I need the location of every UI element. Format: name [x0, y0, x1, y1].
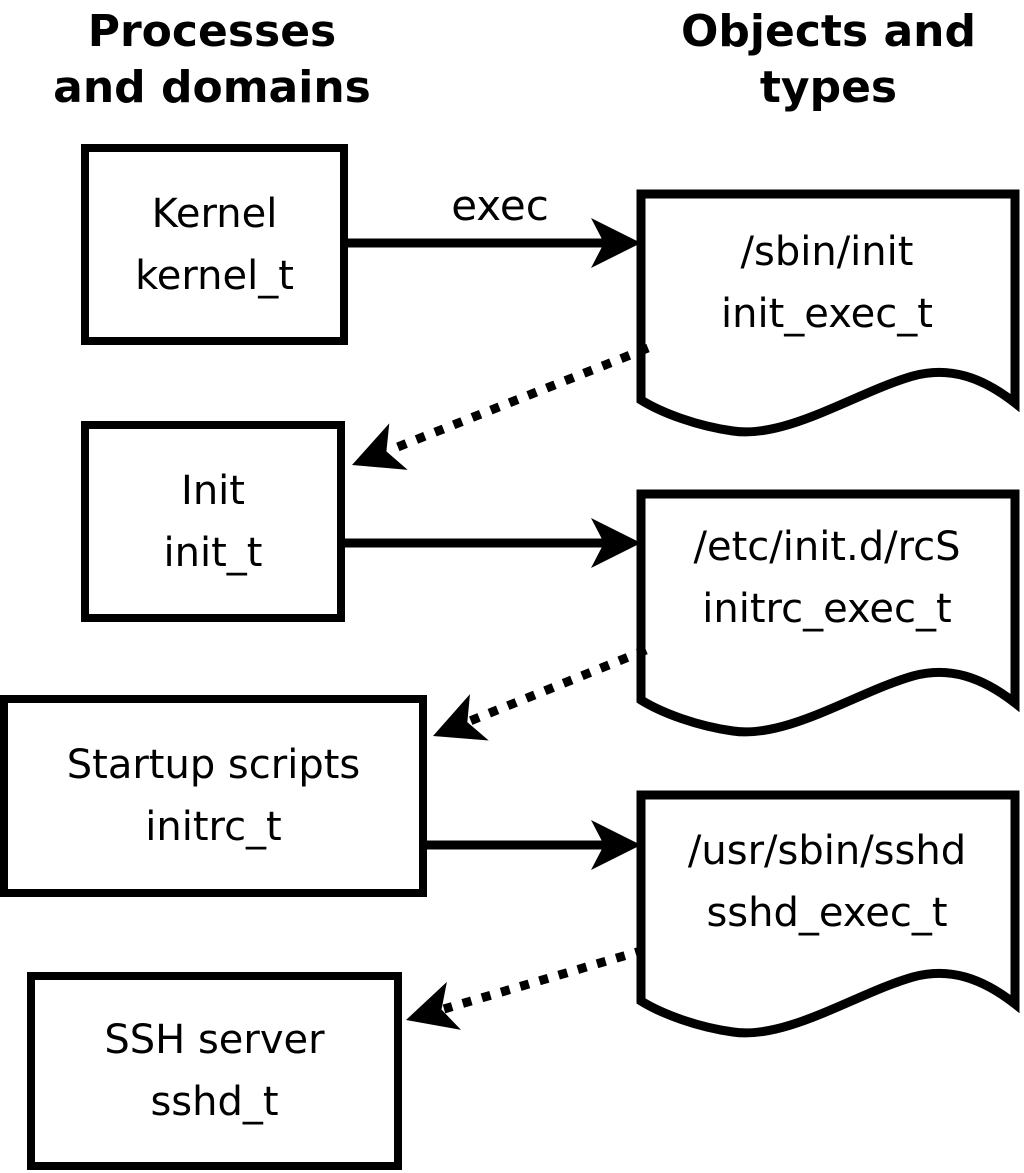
object-doc-usr-sbin-sshd: /usr/sbin/sshd sshd_exec_t: [637, 792, 1017, 972]
process-domain-type: sshd_t: [150, 1079, 279, 1125]
header-line: Objects and: [681, 6, 976, 57]
process-domain-type: init_t: [163, 529, 263, 576]
process-name: Init: [181, 467, 245, 514]
object-type: sshd_exec_t: [706, 890, 948, 936]
dotted-arrow-initrc-exec-to-initrc: [433, 645, 648, 741]
dotted-arrow-sshd-exec-to-sshd: [406, 945, 646, 1030]
header-line: and domains: [53, 62, 371, 113]
solid-arrow-init-to-initrc-exec: [345, 518, 641, 568]
object-type: init_exec_t: [721, 290, 933, 337]
object-path: /etc/init.d/rcS: [693, 524, 961, 570]
document-shape-usr-sbin-sshd: [636, 790, 1020, 1038]
process-name: SSH server: [104, 1017, 325, 1063]
dotted-arrow-init-exec-to-init: [352, 343, 650, 470]
process-name: Startup scripts: [66, 742, 361, 788]
object-path: /sbin/init: [740, 228, 914, 275]
edge-label-exec: exec: [451, 181, 549, 230]
document-shape-etc-initd-rcs: [636, 489, 1020, 737]
process-domain-type: initrc_t: [145, 804, 282, 850]
process-box-ssh-server: SSH server sshd_t: [27, 972, 402, 1170]
process-box-init: Init init_t: [81, 421, 345, 622]
process-box-kernel: Kernel kernel_t: [81, 144, 348, 345]
column-header-processes-and-domains: Processes and domains: [22, 4, 402, 116]
column-header-objects-and-types: Objects and types: [640, 4, 1017, 116]
object-type: initrc_exec_t: [702, 586, 952, 632]
process-domain-type: kernel_t: [135, 252, 294, 299]
process-name: Kernel: [151, 190, 278, 237]
solid-arrow-kernel-to-init-exec: [348, 218, 641, 268]
solid-arrow-initrc-to-sshd-exec: [427, 820, 641, 870]
header-line: types: [759, 62, 898, 113]
object-doc-etc-initd-rcs: /etc/init.d/rcS initrc_exec_t: [637, 488, 1017, 668]
header-line: Processes: [87, 6, 337, 57]
object-doc-sbin-init: /sbin/init init_exec_t: [637, 190, 1017, 375]
document-shape-sbin-init: [636, 189, 1020, 437]
process-box-startup-scripts: Startup scripts initrc_t: [0, 695, 427, 897]
object-path: /usr/sbin/sshd: [687, 828, 967, 874]
